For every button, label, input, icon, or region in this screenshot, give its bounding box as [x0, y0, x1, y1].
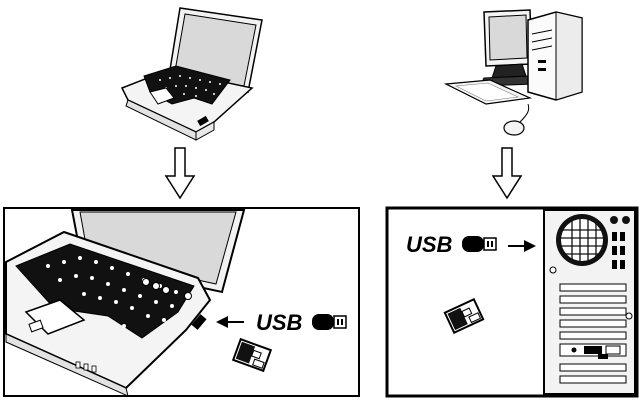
pc-tower-rear-icon [543, 209, 636, 395]
usb-drive-logo-left-icon [312, 314, 347, 330]
pc-usb-port-icon [612, 232, 617, 241]
laptop-overview-icon [120, 7, 263, 141]
left-arrow-icon [216, 316, 244, 328]
usb-flash-drive-left-icon [231, 337, 273, 373]
usb-flash-drive-right-icon [443, 297, 485, 335]
down-arrow-right-icon [491, 147, 523, 200]
desktop-closeup-panel: USB [385, 206, 639, 398]
usb-label-left: USB [256, 310, 303, 335]
down-arrow-left-icon [164, 147, 196, 200]
laptop-closeup-panel: USB [3, 207, 360, 397]
laptop-closeup-icon [5, 209, 246, 397]
right-arrow-icon [508, 240, 536, 252]
laptop-usb-port-icon [191, 314, 207, 330]
usb-label-right: USB [406, 232, 453, 257]
desktop-pc-overview-icon [443, 9, 583, 136]
usb-drive-logo-right-icon [462, 236, 497, 252]
